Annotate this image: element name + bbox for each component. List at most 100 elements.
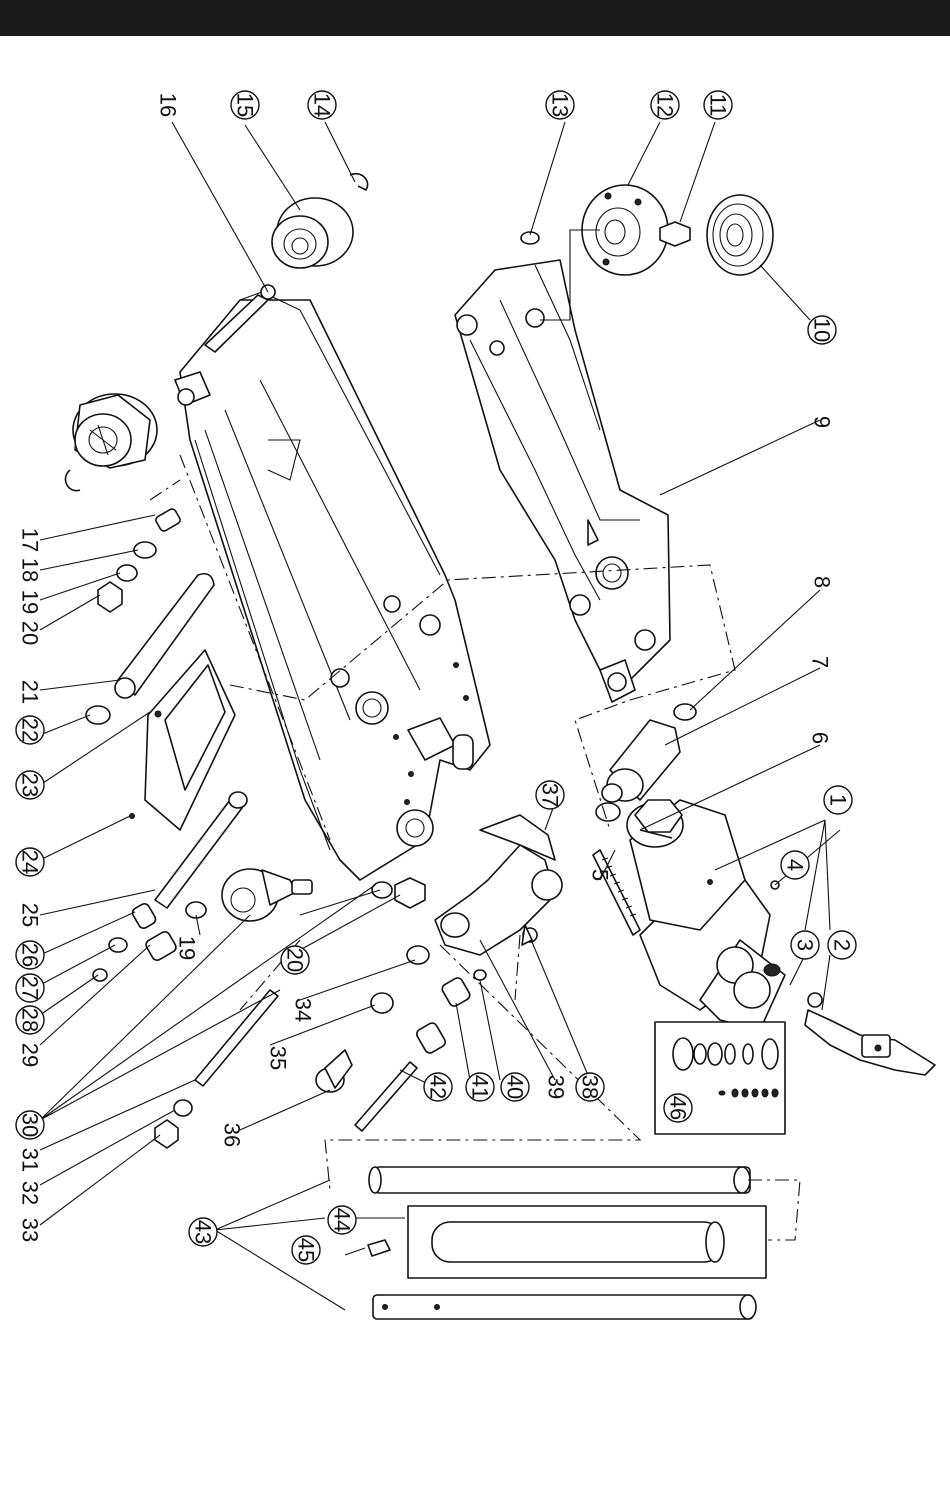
callout-c33: 33 [18, 1218, 43, 1242]
callout-number: 3 [793, 939, 818, 951]
callout-number: 44 [330, 1208, 355, 1232]
callout-number: 4 [783, 859, 808, 871]
callout-c27: 27 [16, 974, 44, 1002]
callout-c13: 13 [546, 91, 574, 119]
callout-number: 28 [18, 1008, 43, 1032]
callout-c15: 15 [231, 91, 259, 119]
callout-number: 45 [294, 1238, 319, 1262]
lift-arm [455, 260, 670, 702]
callout-c9: 9 [810, 416, 835, 428]
callout-number: 39 [544, 1075, 569, 1099]
callout-number: 16 [156, 93, 181, 117]
callout-c19b: 19 [175, 936, 200, 960]
callout-number: 15 [233, 93, 258, 117]
callout-c45: 45 [292, 1236, 320, 1264]
callout-number: 35 [266, 1046, 291, 1070]
callout-c11: 11 [704, 91, 732, 119]
callout-number: 5 [588, 869, 613, 881]
caster-wheel [222, 869, 312, 921]
linkage-arm [435, 815, 562, 955]
callout-number: 43 [191, 1220, 216, 1244]
front-roller-left [65, 394, 157, 491]
callout-c8: 8 [810, 576, 835, 588]
callout-c20b: 20 [281, 946, 309, 974]
callout-c42: 42 [424, 1073, 452, 1101]
frame-part [175, 285, 490, 880]
callout-c41: 41 [466, 1073, 494, 1101]
callout-c1: 1 [824, 786, 852, 814]
callout-c34: 34 [291, 998, 316, 1022]
callout-number: 21 [18, 680, 43, 704]
callout-number: 22 [18, 718, 43, 742]
callout-number: 40 [503, 1075, 528, 1099]
callout-c37: 37 [536, 781, 564, 809]
callout-number: 9 [810, 416, 835, 428]
callout-number: 7 [808, 656, 833, 668]
callout-number: 30 [18, 1113, 43, 1137]
callout-number: 19 [18, 590, 43, 614]
callout-number: 6 [808, 732, 833, 744]
callout-c43: 43 [189, 1218, 217, 1246]
callout-c23: 23 [16, 771, 44, 799]
callout-number: 25 [18, 903, 43, 927]
callout-c25: 25 [18, 903, 43, 927]
handle-assembly [368, 1167, 766, 1319]
callout-number: 36 [220, 1123, 245, 1147]
callout-c16: 16 [156, 93, 181, 117]
callout-c17: 17 [18, 528, 43, 552]
callout-c22: 22 [16, 716, 44, 744]
callout-c5: 5 [588, 869, 613, 881]
callout-c3: 3 [791, 931, 819, 959]
callout-c6: 6 [808, 732, 833, 744]
callout-number: 17 [18, 528, 43, 552]
callout-number: 20 [18, 621, 43, 645]
callout-c39: 39 [544, 1075, 569, 1099]
callout-c7: 7 [808, 656, 833, 668]
callout-c2: 2 [828, 931, 856, 959]
callout-c46: 46 [664, 1094, 692, 1122]
callout-c38: 38 [576, 1073, 604, 1101]
callout-c12: 12 [651, 91, 679, 119]
callout-number: 38 [578, 1075, 603, 1099]
callout-number: 18 [18, 558, 43, 582]
callout-c10: 10 [808, 316, 836, 344]
callout-number: 31 [18, 1148, 43, 1172]
callout-number: 23 [18, 773, 43, 797]
callout-c21: 21 [18, 680, 43, 704]
callout-c35: 35 [266, 1046, 291, 1070]
callout-number: 2 [830, 939, 855, 951]
callout-number: 32 [18, 1181, 43, 1205]
callout-number: 13 [548, 93, 573, 117]
callout-number: 10 [810, 318, 835, 342]
callout-number: 20 [283, 948, 308, 972]
callout-c28: 28 [16, 1006, 44, 1034]
callout-c32: 32 [18, 1181, 43, 1205]
callout-c19: 19 [18, 590, 43, 614]
callout-number: 46 [666, 1096, 691, 1120]
callout-c20: 20 [18, 621, 43, 645]
callout-number: 41 [468, 1075, 493, 1099]
callout-c30: 30 [16, 1111, 44, 1139]
callout-number: 37 [538, 783, 563, 807]
callout-number: 42 [426, 1075, 451, 1099]
callout-c18: 18 [18, 558, 43, 582]
callout-number: 24 [18, 850, 43, 874]
callout-c31: 31 [18, 1148, 43, 1172]
callout-number: 11 [706, 94, 731, 117]
callout-c14: 14 [308, 91, 336, 119]
callout-c29: 29 [18, 1043, 43, 1067]
callout-number: 1 [826, 794, 851, 806]
callout-number: 26 [18, 943, 43, 967]
callout-c44: 44 [328, 1206, 356, 1234]
callout-c26: 26 [16, 941, 44, 969]
callout-number: 29 [18, 1043, 43, 1067]
linkage-bushings [316, 946, 486, 1131]
callout-c4: 4 [781, 851, 809, 879]
callout-c36: 36 [220, 1123, 245, 1147]
callout-number: 33 [18, 1218, 43, 1242]
callout-number: 19 [175, 936, 200, 960]
callout-c24: 24 [16, 848, 44, 876]
callout-number: 34 [291, 998, 316, 1022]
callout-number: 14 [310, 93, 335, 117]
callout-number: 12 [653, 93, 678, 117]
